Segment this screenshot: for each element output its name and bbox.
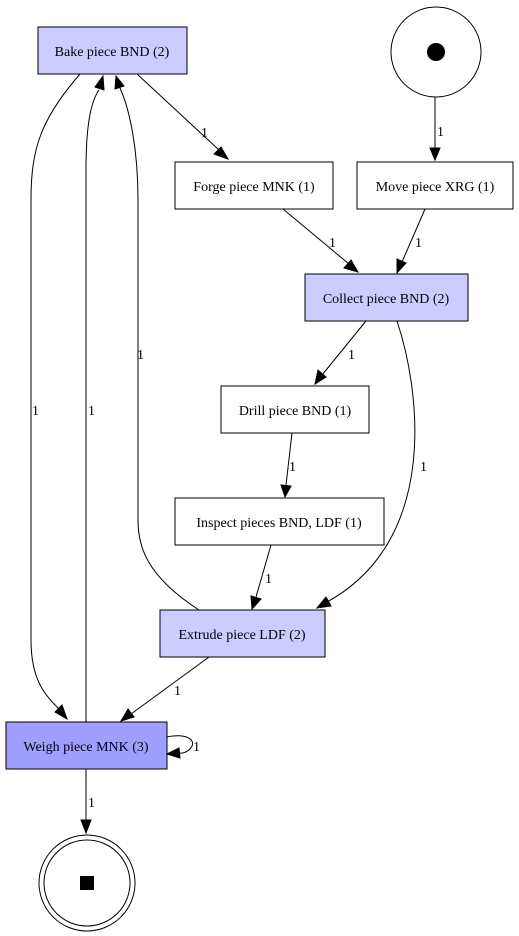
- arrowhead-icon: [315, 596, 332, 609]
- edge-label: 1: [137, 348, 144, 363]
- arrowhead-icon: [94, 74, 105, 91]
- arrowhead-icon: [314, 369, 327, 386]
- edge-label: 1: [420, 460, 427, 475]
- edge-label: 1: [174, 684, 181, 699]
- arrowhead-icon: [396, 258, 407, 275]
- edge-label: 1: [88, 796, 95, 811]
- edge-label: 1: [201, 126, 208, 141]
- edge-collect-to-extrude: 1: [315, 320, 427, 609]
- edge-move-to-collect: 1: [396, 208, 426, 275]
- node-collect-piece-bnd[interactable]: Collect piece BND (2): [304, 273, 469, 322]
- edge-label: 1: [32, 404, 39, 419]
- edge-label: 1: [193, 740, 200, 755]
- arrowhead-icon: [54, 704, 68, 721]
- node-label: Weigh piece MNK (3): [23, 740, 149, 755]
- start-token-icon: [427, 43, 445, 61]
- edge-weigh-self-loop: 1: [165, 735, 200, 759]
- arrowhead-icon: [213, 146, 230, 160]
- node-label: Extrude piece LDF (2): [178, 628, 305, 643]
- node-label: Drill piece BND (1): [239, 404, 352, 419]
- node-label: Forge piece MNK (1): [193, 180, 315, 195]
- node-label: Inspect pieces BND, LDF (1): [196, 516, 362, 531]
- node-weigh-piece-mnk[interactable]: Weigh piece MNK (3): [5, 721, 168, 770]
- start-place: [390, 6, 482, 98]
- node-move-piece-xrg[interactable]: Move piece XRG (1): [356, 161, 514, 210]
- arrowhead-icon: [114, 74, 125, 90]
- arrowhead-icon: [429, 147, 441, 162]
- node-extrude-piece-ldf[interactable]: Extrude piece LDF (2): [159, 609, 326, 658]
- edge-label: 1: [348, 348, 355, 363]
- edge-start-to-move: 1: [429, 97, 444, 162]
- edge-extrude-to-weigh: 1: [119, 656, 210, 722]
- arrowhead-icon: [250, 595, 262, 611]
- edge-collect-to-drill: 1: [314, 320, 367, 386]
- edge-drill-to-inspect: 1: [280, 432, 296, 499]
- end-place: [38, 834, 136, 932]
- node-label: Collect piece BND (2): [323, 292, 450, 307]
- arrowhead-icon: [165, 747, 181, 759]
- edge-bake-to-weigh: 1: [30, 73, 81, 721]
- edge-label: 1: [88, 404, 95, 419]
- edge-bake-to-forge: 1: [136, 73, 230, 160]
- arrowhead-icon: [343, 259, 360, 273]
- node-label: Move piece XRG (1): [376, 180, 495, 195]
- node-inspect-pieces-bnd-ldf[interactable]: Inspect pieces BND, LDF (1): [174, 497, 385, 546]
- edge-label: 1: [415, 236, 422, 251]
- edge-label: 1: [265, 572, 272, 587]
- arrowhead-icon: [119, 708, 135, 722]
- edge-weigh-to-end: 1: [80, 769, 95, 835]
- edge-label: 1: [329, 236, 336, 251]
- edge-label: 1: [437, 125, 444, 140]
- arrowhead-icon: [80, 819, 92, 835]
- edge-extrude-to-bake: 1: [114, 74, 200, 611]
- end-token-icon: [80, 876, 94, 890]
- edge-label: 1: [289, 460, 296, 475]
- edge-forge-to-collect: 1: [282, 208, 360, 273]
- node-drill-piece-bnd[interactable]: Drill piece BND (1): [220, 385, 370, 434]
- node-label: Bake piece BND (2): [55, 45, 170, 60]
- node-forge-piece-mnk[interactable]: Forge piece MNK (1): [174, 161, 334, 210]
- edge-weigh-to-bake: 1: [85, 74, 105, 722]
- edge-inspect-to-extrude: 1: [250, 544, 272, 611]
- arrowhead-icon: [280, 484, 292, 499]
- node-bake-piece-bnd[interactable]: Bake piece BND (2): [37, 26, 188, 75]
